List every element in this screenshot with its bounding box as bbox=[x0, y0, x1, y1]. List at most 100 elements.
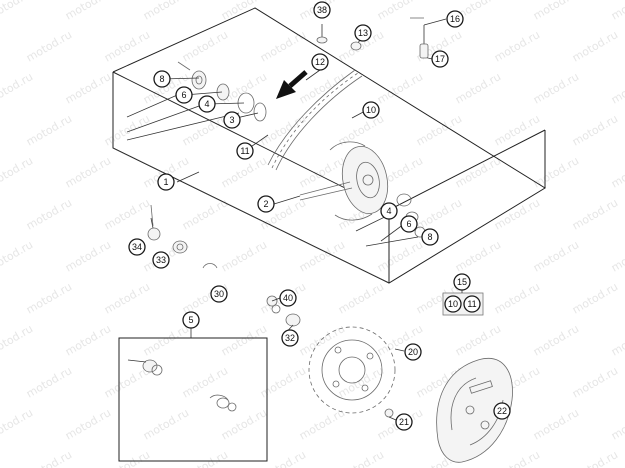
watermark-text: motod.ru bbox=[141, 322, 191, 358]
watermark-text: motod.ru bbox=[453, 154, 503, 190]
callout-label: 21 bbox=[399, 417, 409, 427]
rotation-direction-arrow-icon bbox=[276, 70, 308, 99]
watermark-text: motod.ru bbox=[492, 196, 542, 232]
watermark-text: motod.ru bbox=[180, 448, 230, 468]
callout-label: 12 bbox=[315, 57, 325, 67]
watermark-text: motod.ru bbox=[375, 0, 425, 23]
watermark-text: motod.ru bbox=[141, 0, 191, 23]
callout-20: 20 bbox=[404, 343, 422, 361]
watermark-text: motod.ru bbox=[258, 364, 308, 400]
callout-34: 34 bbox=[128, 238, 146, 256]
watermark-text: motod.ru bbox=[492, 28, 542, 64]
watermark-text: motod.ru bbox=[336, 280, 386, 316]
watermark-text: motod.ru bbox=[24, 28, 74, 64]
callout-11-group: 11 bbox=[463, 295, 481, 313]
watermark-text: motod.ru bbox=[492, 280, 542, 316]
watermark-text: motod.ru bbox=[102, 112, 152, 148]
callout-label: 20 bbox=[408, 347, 418, 357]
watermark-text: motod.ru bbox=[609, 0, 625, 23]
watermark-text: motod.ru bbox=[531, 154, 581, 190]
bolt-21 bbox=[384, 408, 397, 421]
watermark-text: motod.ru bbox=[570, 364, 620, 400]
watermark-text: motod.ru bbox=[0, 406, 35, 442]
callout-label: 4 bbox=[386, 206, 391, 216]
watermark-text: motod.ru bbox=[24, 196, 74, 232]
callout-label: 6 bbox=[181, 90, 186, 100]
callout-label: 13 bbox=[358, 28, 368, 38]
callout-label: 11 bbox=[240, 146, 249, 156]
watermark-text: motod.ru bbox=[570, 28, 620, 64]
watermark-text: motod.ru bbox=[336, 364, 386, 400]
callout-21: 21 bbox=[395, 413, 413, 431]
callout-4-top: 4 bbox=[198, 95, 216, 113]
wheel-rim-illustration bbox=[267, 69, 389, 221]
callout-label: 38 bbox=[317, 5, 327, 15]
brake-disc-20 bbox=[308, 326, 405, 414]
watermark-text: motod.ru bbox=[570, 448, 620, 468]
callout-label: 2 bbox=[263, 199, 268, 209]
watermark-text: motod.ru bbox=[102, 448, 152, 468]
watermark-text: motod.ru bbox=[492, 448, 542, 468]
callout-label: 17 bbox=[435, 54, 445, 64]
callout-16: 16 bbox=[446, 10, 464, 28]
watermark-text: motod.ru bbox=[219, 322, 269, 358]
watermark-text: motod.ru bbox=[336, 112, 386, 148]
watermark-text: motod.ru bbox=[0, 322, 35, 358]
brake-disc-guard-22 bbox=[436, 358, 513, 463]
detail-box-5 bbox=[118, 337, 268, 462]
callout-label: 22 bbox=[497, 406, 507, 416]
callout-label: 8 bbox=[159, 74, 164, 84]
callout-8-top: 8 bbox=[153, 70, 171, 88]
callout-2: 2 bbox=[257, 195, 275, 213]
callout-32: 32 bbox=[281, 329, 299, 347]
callout-label: 5 bbox=[188, 315, 193, 325]
watermark-text: motod.ru bbox=[180, 28, 230, 64]
watermark-text: motod.ru bbox=[492, 112, 542, 148]
callout-8-bottom: 8 bbox=[421, 228, 439, 246]
watermark-text: motod.ru bbox=[453, 238, 503, 274]
leader-lines bbox=[126, 18, 447, 338]
watermark-text: motod.ru bbox=[219, 238, 269, 274]
watermark-text: motod.ru bbox=[102, 196, 152, 232]
callout-label: 15 bbox=[457, 277, 467, 287]
watermark-text: motod.ru bbox=[0, 238, 35, 274]
watermark-text: motod.ru bbox=[0, 154, 35, 190]
watermark-text: motod.ru bbox=[219, 0, 269, 23]
watermark-text: motod.ru bbox=[63, 322, 113, 358]
watermark-text: motod.ru bbox=[531, 70, 581, 106]
watermark-text: motod.ru bbox=[570, 196, 620, 232]
watermark-text: motod.ru bbox=[609, 322, 625, 358]
watermark-text: motod.ru bbox=[609, 406, 625, 442]
watermark-text: motod.ru bbox=[453, 322, 503, 358]
callout-label: 1 bbox=[163, 177, 168, 187]
watermark-text: motod.ru bbox=[0, 0, 35, 23]
callout-label: 16 bbox=[450, 14, 460, 24]
watermark-text: motod.ru bbox=[336, 448, 386, 468]
callout-11-top: 11 bbox=[236, 142, 254, 160]
watermark-text: motod.ru bbox=[219, 406, 269, 442]
watermark-text: motod.ru bbox=[24, 280, 74, 316]
watermark-text: motod.ru bbox=[570, 280, 620, 316]
axle-nut-33 bbox=[172, 240, 188, 254]
watermark-text: motod.ru bbox=[63, 238, 113, 274]
watermark-text: motod.ru bbox=[24, 112, 74, 148]
watermark-text: motod.ru bbox=[63, 154, 113, 190]
callout-17: 17 bbox=[431, 50, 449, 68]
watermark-text: motod.ru bbox=[63, 0, 113, 23]
watermark-text: motod.ru bbox=[375, 238, 425, 274]
watermark-text: motod.ru bbox=[531, 406, 581, 442]
callout-label: 6 bbox=[406, 219, 411, 229]
watermark-text: motod.ru bbox=[297, 322, 347, 358]
callout-12: 12 bbox=[311, 53, 329, 71]
watermark-text: motod.ru bbox=[414, 112, 464, 148]
callout-38: 38 bbox=[313, 1, 331, 19]
watermark-text: motod.ru bbox=[141, 406, 191, 442]
circlip-30 bbox=[202, 263, 218, 269]
callout-22: 22 bbox=[493, 402, 511, 420]
callout-6-top: 6 bbox=[175, 86, 193, 104]
callout-30: 30 bbox=[210, 285, 228, 303]
axle-spacer-34 bbox=[147, 204, 161, 241]
watermark-text: motod.ru bbox=[180, 364, 230, 400]
watermark-text: motod.ru bbox=[258, 112, 308, 148]
